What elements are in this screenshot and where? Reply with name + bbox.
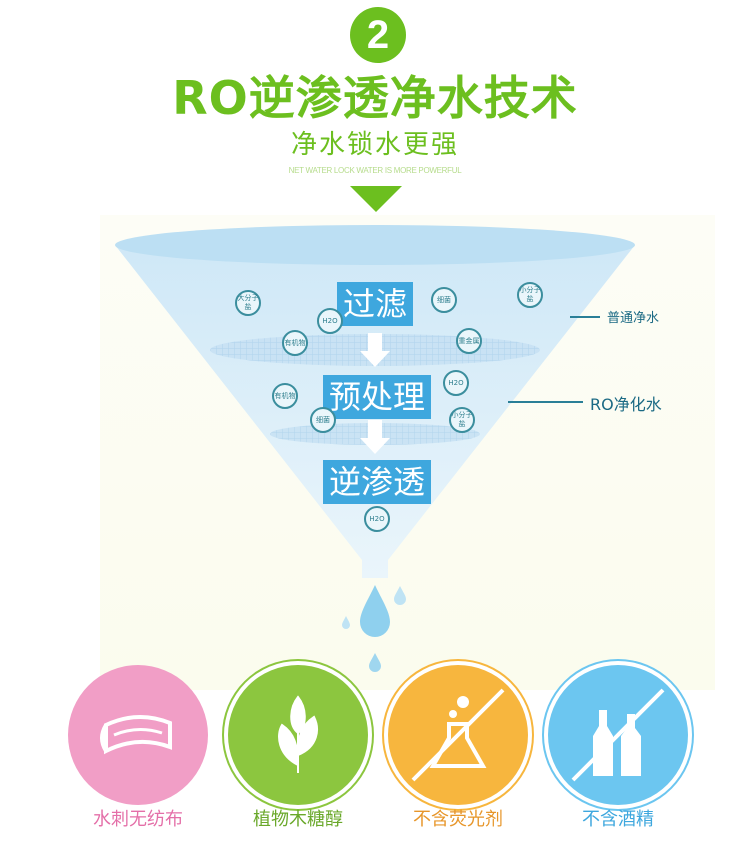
english-subtitle: NET WATER LOCK WATER IS MORE POWERFUL <box>288 166 462 175</box>
feature-label: 不含酒精 <box>582 809 654 830</box>
molecule-bubble: 小分子盐 <box>449 407 475 433</box>
molecule-bubble: H2O <box>317 308 343 334</box>
feature-no-alcohol <box>548 665 688 805</box>
pointer-line <box>508 401 583 403</box>
subtitle: 净水锁水更强 <box>290 130 459 160</box>
molecule-bubble: H2O <box>443 370 469 396</box>
water-drop-icon <box>360 585 390 637</box>
leaf-icon <box>278 695 318 773</box>
towel-icon <box>100 714 172 755</box>
molecule-bubble: 细菌 <box>431 287 457 313</box>
molecule-bubble: 大分子盐 <box>235 290 261 316</box>
feature-nonwoven <box>68 665 208 805</box>
feature-label: 不含荧光剂 <box>413 809 503 830</box>
step-badge: 2 <box>350 7 406 63</box>
feature-label: 植物木糖醇 <box>253 809 343 830</box>
molecule-bubble: H2O <box>364 506 390 532</box>
pointer-line <box>570 316 600 318</box>
feature-no-fluorescent <box>388 665 528 805</box>
step-reverse-osmosis: 逆渗透 <box>323 460 432 504</box>
molecule-bubble: 小分子盐 <box>517 282 543 308</box>
feature-xylitol <box>228 665 368 805</box>
down-triangle-icon <box>350 186 402 212</box>
no-fluorescent-icon <box>411 688 505 782</box>
molecule-bubble: 有机物 <box>282 330 308 356</box>
arrow-down-icon <box>360 333 390 367</box>
funnel-graphic <box>115 225 635 672</box>
molecule-bubble: 有机物 <box>272 383 298 409</box>
molecule-bubble: 重金属 <box>456 328 482 354</box>
page-title: RO逆渗透净水技术 <box>172 71 578 125</box>
no-alcohol-icon <box>571 688 665 782</box>
label-normal-water: 普通净水 <box>607 311 660 326</box>
label-ro-water: RO净化水 <box>590 395 662 414</box>
step-pretreatment: 预处理 <box>323 375 432 419</box>
feature-label: 水刺无纺布 <box>93 809 183 830</box>
arrow-down-icon <box>360 420 390 454</box>
step-filter: 过滤 <box>337 282 414 326</box>
molecule-bubble: 细菌 <box>310 407 336 433</box>
